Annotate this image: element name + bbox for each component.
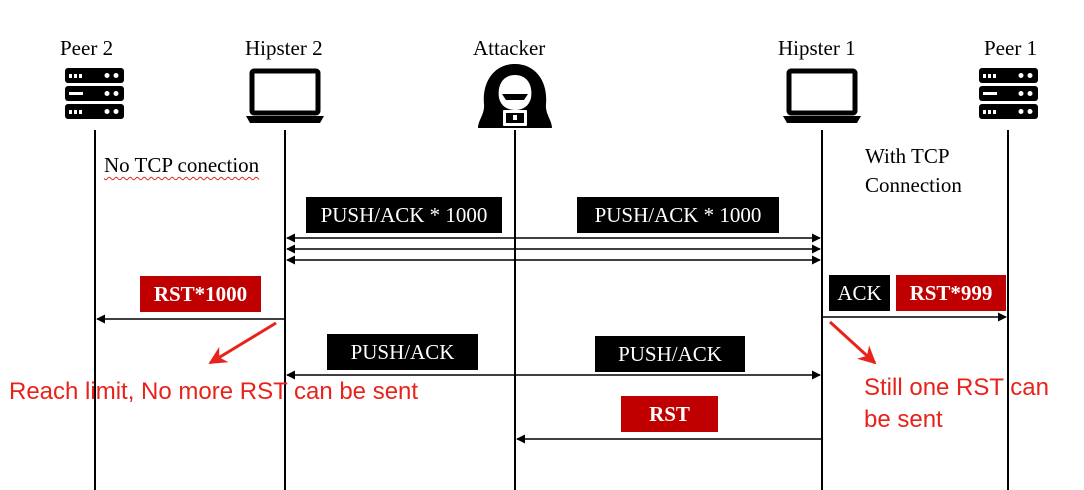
no-tcp-connection-note: No TCP conection [104,153,260,177]
push-ack-right-label: PUSH/ACK [595,336,745,372]
participant-peer1: Peer 1 [984,36,1038,60]
participant-hipster2: Hipster 2 [245,36,323,60]
with-tcp-note-line2: Connection [865,173,962,197]
push-ack-left-label: PUSH/ACK [327,334,478,370]
push-ack-1000-right-label: PUSH/ACK * 1000 [577,197,779,233]
still-one-rst-annotation-line1: Still one RST can [864,374,1049,401]
rst-label: RST [621,396,718,432]
still-one-rst-annotation-line2: be sent [864,406,943,433]
rst-1000-label: RST*1000 [140,276,261,312]
with-tcp-note-line1: With TCP [865,144,950,168]
laptop-icon [246,68,324,123]
push-ack-1000-left-label: PUSH/ACK * 1000 [306,197,502,233]
server-icon [979,68,1038,119]
still-one-callout-arrow [828,320,877,365]
ack-label: ACK [829,275,890,311]
hacker-icon [478,64,552,128]
participant-hipster1: Hipster 1 [778,36,856,60]
server-icon [65,68,124,119]
participant-peer2: Peer 2 [60,36,114,60]
participant-attacker: Attacker [473,36,546,60]
reach-limit-callout-arrow [208,321,277,365]
laptop-icon [783,68,861,123]
rst-999-label: RST*999 [896,275,1006,311]
reach-limit-annotation: Reach limit, No more RST can be sent [9,378,419,405]
